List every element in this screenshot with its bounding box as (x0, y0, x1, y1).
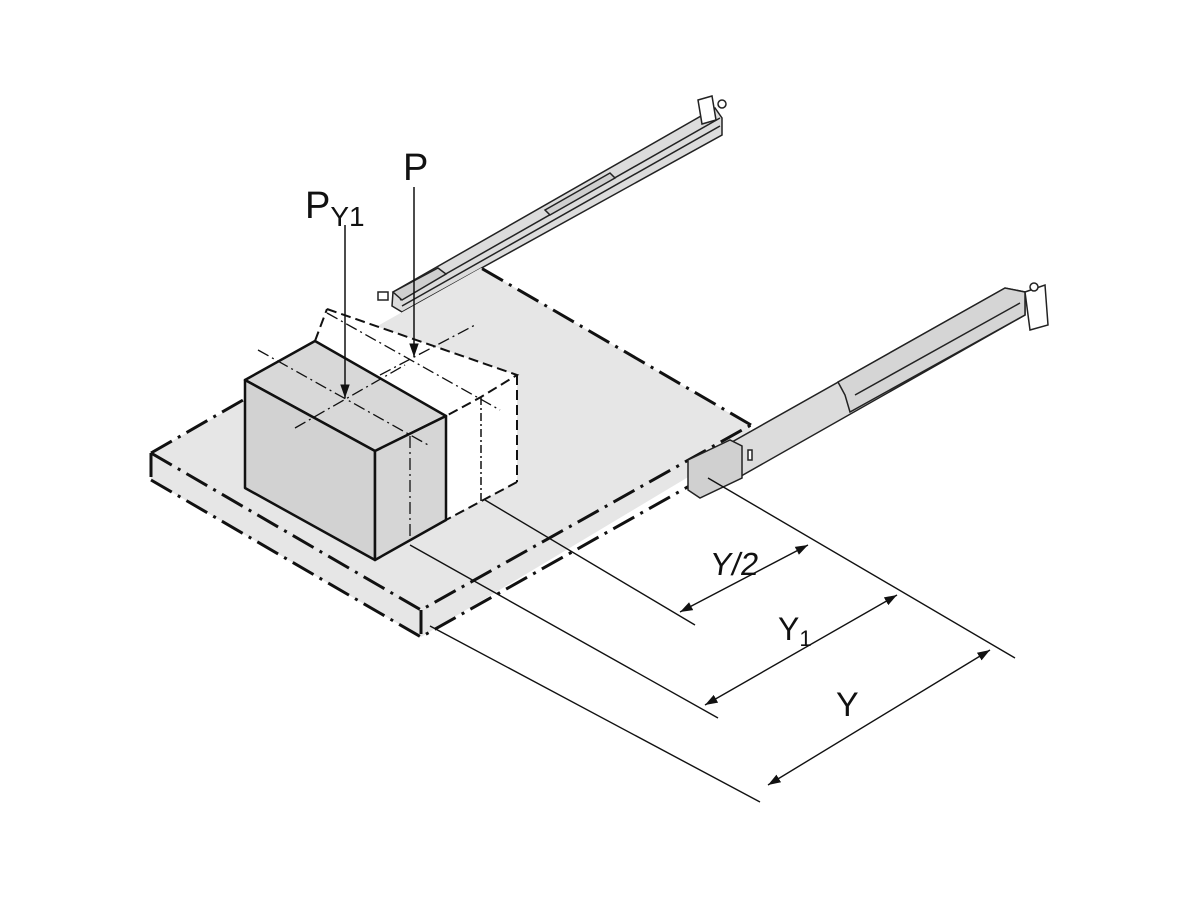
label-py1: PY1 (305, 185, 365, 232)
label-y1-main: Y (778, 611, 799, 647)
label-p: P (403, 147, 428, 189)
dim-y-half (679, 544, 809, 613)
label-y1: Y1 (778, 611, 812, 651)
phantom-load (314, 308, 520, 521)
center-lines (257, 312, 501, 540)
dim-y (767, 649, 991, 786)
label-y: Y (836, 686, 859, 724)
dimension-lines (409, 477, 1016, 803)
back-rail (377, 95, 727, 313)
label-y-half: Y/2 (708, 546, 761, 582)
label-y1-sub: 1 (799, 626, 811, 651)
front-rail (687, 282, 1049, 499)
label-py1-sub: Y1 (330, 201, 364, 232)
label-py1-main: P (305, 185, 330, 227)
